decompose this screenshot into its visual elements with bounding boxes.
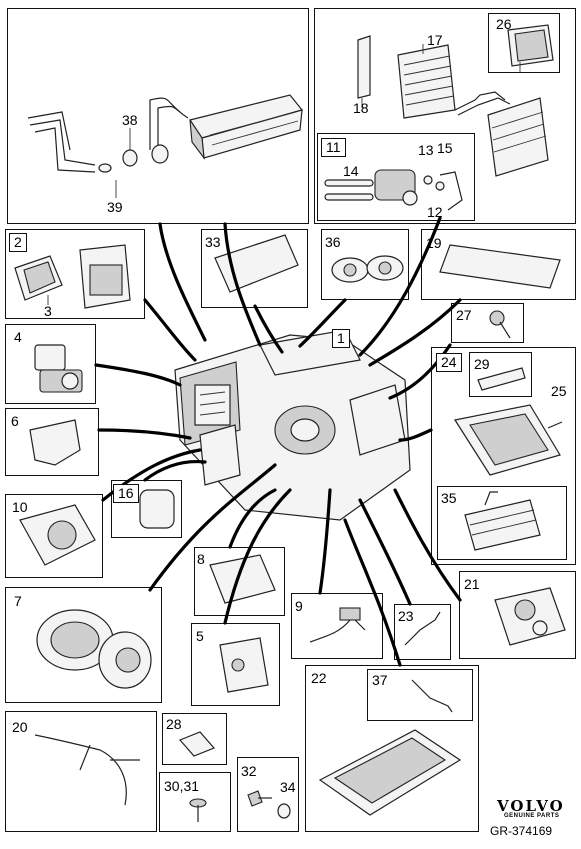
callout-4: 4 [14,329,22,345]
part-35-drawing [464,491,541,551]
callout-38: 38 [122,112,138,128]
part-9-drawing [309,607,366,643]
part-8-drawing [209,554,276,604]
callout-24: 24 [436,353,462,372]
callout-28: 28 [166,716,182,732]
screw-drawing [189,798,207,822]
callout-12: 12 [427,204,443,220]
callout-3: 3 [44,303,52,319]
callout-30-31: 30,31 [164,778,200,794]
callout-1: 1 [332,329,350,348]
callout-13: 13 [418,142,434,158]
leader-lines [94,216,462,667]
callout-7: 7 [14,593,22,609]
callout-2: 2 [9,233,27,252]
callout-33: 33 [205,234,221,250]
callout-39: 39 [107,199,123,215]
part-10-drawing [19,504,96,566]
part-5-drawing [219,637,269,693]
part-37-drawing [411,679,453,713]
cabin-filter-evaporator [357,24,554,177]
part-19-drawing [439,244,561,289]
part-4-drawing [34,344,83,393]
callout-26: 26 [496,16,512,32]
hvac-assembly-drawing [174,329,411,521]
callout-9: 9 [295,598,303,614]
callout-10: 10 [12,499,28,515]
callout-27: 27 [456,307,472,323]
callout-11: 11 [321,138,346,157]
callout-29: 29 [474,356,490,372]
part-24-drawing [454,367,563,476]
callout-37: 37 [372,672,388,688]
callout-21: 21 [464,576,480,592]
panel-part-23 [394,604,451,660]
callout-8: 8 [197,551,205,567]
panel-part-9 [291,593,383,659]
brand-tagline: GENUINE PARTS [504,813,560,819]
callout-6: 6 [11,413,19,429]
callout-16: 16 [113,484,139,503]
callout-20: 20 [12,719,28,735]
callout-34: 34 [280,779,296,795]
panel-part-37 [367,669,473,721]
panel-part-32-34 [237,757,299,832]
callout-17: 17 [427,32,443,48]
wiring-harness-drawing [34,734,140,806]
callout-22: 22 [311,670,327,686]
part-27-drawing [489,310,511,339]
panel-part-20 [5,711,157,832]
part-23-drawing [404,611,441,646]
part-21-drawing [494,587,566,646]
callout-25: 25 [551,383,567,399]
callout-32: 32 [241,763,257,779]
blower-motor-drawing [36,609,152,689]
part-36-drawing [331,255,404,283]
diagram-reference: GR-374169 [490,824,553,838]
panel-part-27 [451,303,524,343]
callout-36: 36 [325,234,341,250]
part-22-drawing [318,729,462,816]
bolt-washer-drawing [247,790,291,819]
brand-logo: VOLVO [497,797,565,815]
part-28-drawing [178,731,216,757]
callout-5: 5 [196,628,204,644]
heater-core [27,94,304,198]
part-16-drawing [139,489,175,529]
part-6-drawing [29,419,81,466]
expansion-valve [324,169,463,211]
callout-35: 35 [441,490,457,506]
callout-18: 18 [353,100,369,116]
air-distribution-parts [14,244,131,309]
callout-23: 23 [398,608,414,624]
callout-14: 14 [343,163,359,179]
callout-15: 15 [437,140,453,156]
callout-19: 19 [426,235,442,251]
